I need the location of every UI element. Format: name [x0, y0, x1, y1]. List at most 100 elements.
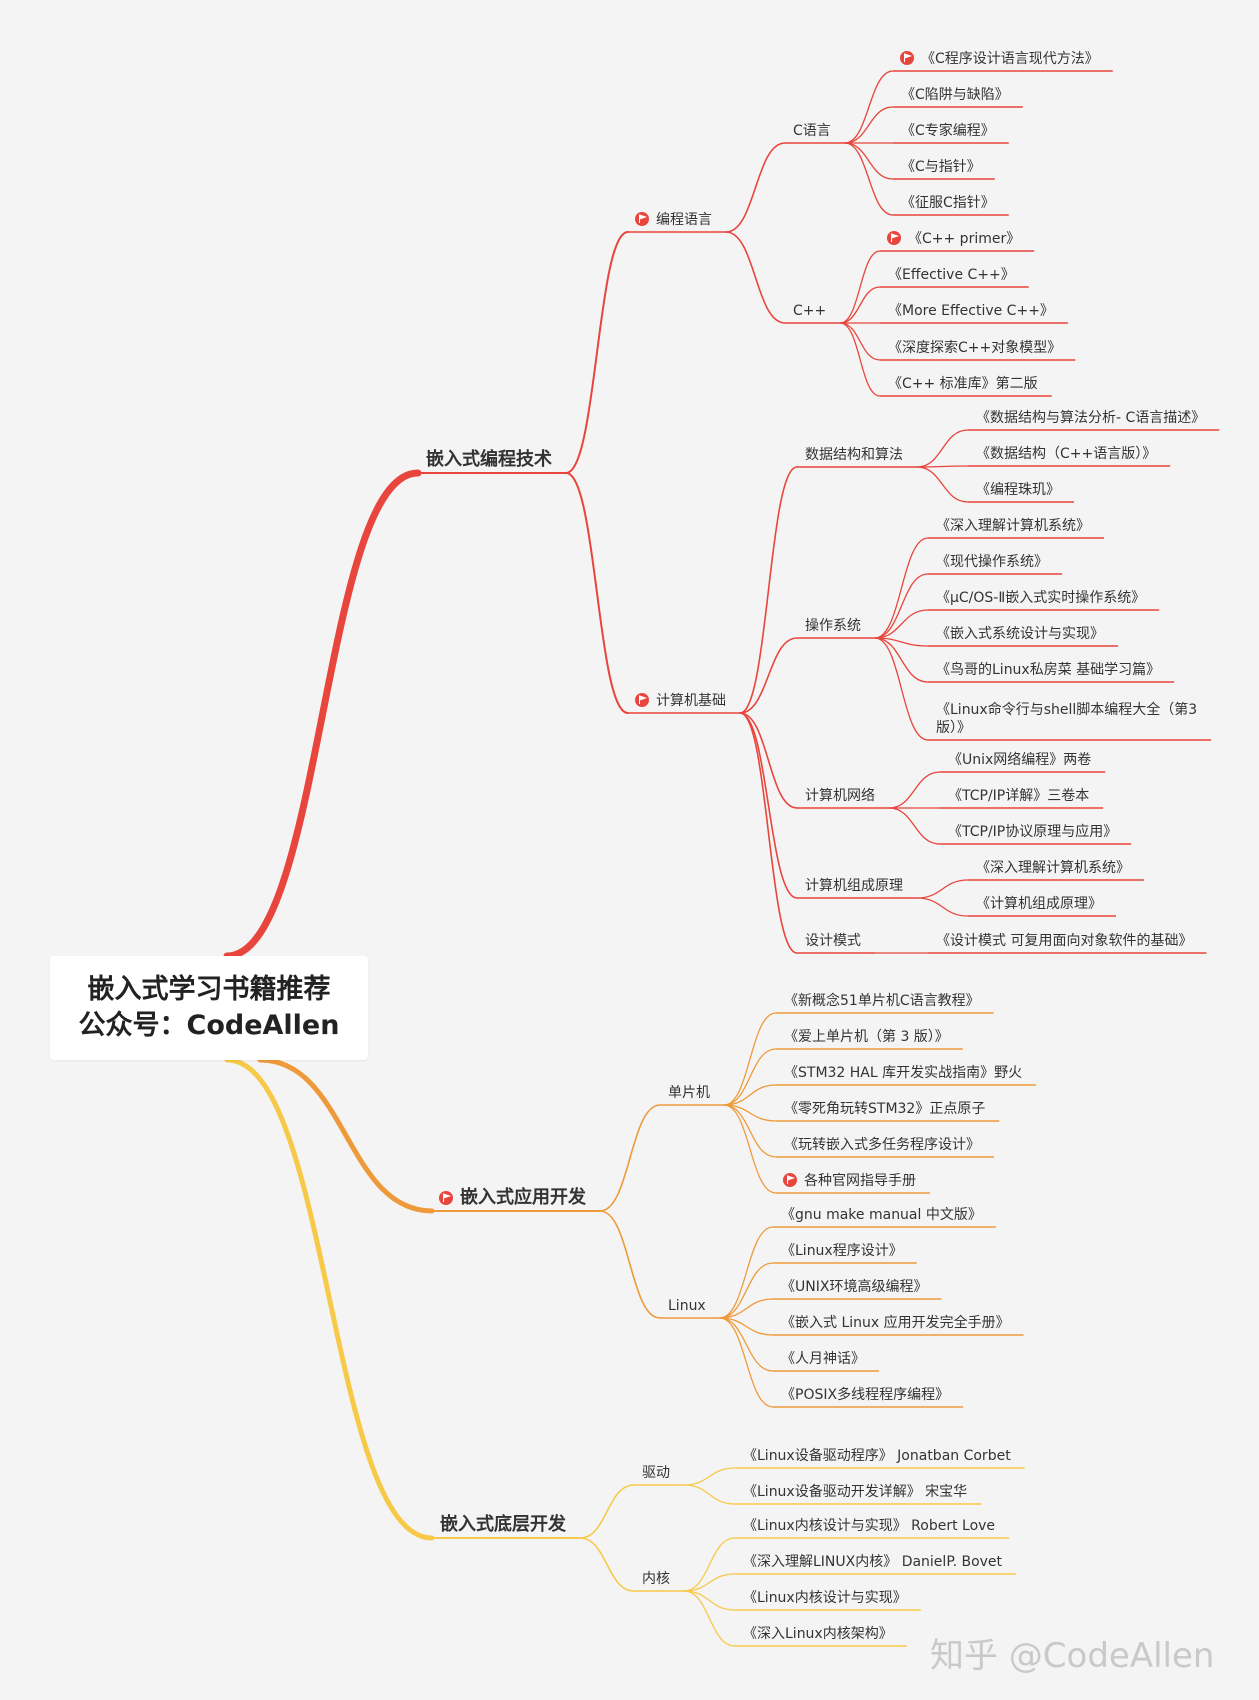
branch-node[interactable]: 嵌入式底层开发 [432, 1513, 580, 1539]
book-node[interactable]: 《设计模式 可复用面向对象软件的基础》 [928, 932, 1207, 954]
node-label: 《现代操作系统》 [936, 554, 1048, 570]
topic-node[interactable]: 计算机基础 [628, 692, 740, 714]
node-label: 嵌入式应用开发 [460, 1186, 587, 1208]
book-node[interactable]: 《深入理解计算机系统》 [928, 518, 1104, 539]
book-node[interactable]: 《计算机组成原理》 [968, 896, 1116, 917]
topic-node[interactable]: 编程语言 [628, 212, 726, 233]
topic-node[interactable]: 数据结构和算法 [797, 447, 917, 468]
node-label: 《TCP/IP协议原理与应用》 [948, 823, 1117, 840]
book-node[interactable]: 《征服C指针》 [893, 195, 1009, 216]
node-label: 《STM32 HAL 库开发实战指南》野火 [784, 1065, 1022, 1081]
book-node[interactable]: 《C++ primer》 [880, 231, 1035, 252]
topic-node[interactable]: 驱动 [634, 1465, 684, 1486]
book-node[interactable]: 《鸟哥的Linux私房菜 基础学习篇》 [928, 661, 1175, 683]
book-node[interactable]: 《μC/OS-Ⅱ嵌入式实时操作系统》 [928, 590, 1160, 611]
node-label: 《新概念51单片机C语言教程》 [784, 992, 980, 1009]
topic-node[interactable]: Linux [660, 1298, 720, 1319]
book-node[interactable]: 《Linux程序设计》 [773, 1243, 917, 1264]
edge [565, 472, 629, 714]
book-node[interactable]: 《TCP/IP详解》三卷本 [940, 788, 1104, 809]
branch-edge [223, 469, 422, 960]
book-node[interactable]: 《现代操作系统》 [928, 554, 1062, 575]
edge [916, 879, 969, 899]
book-node[interactable]: 《编程珠玑》 [968, 482, 1074, 503]
node-label: 《人月神话》 [781, 1351, 865, 1367]
book-node[interactable]: 《新概念51单片机C语言教程》 [776, 992, 994, 1014]
node-label: 驱动 [642, 1465, 670, 1481]
book-node[interactable]: 《嵌入式 Linux 应用开发完全手册》 [773, 1314, 1024, 1336]
branch-node[interactable]: 嵌入式编程技术 [418, 448, 566, 474]
book-node[interactable]: 《Linux内核设计与实现》 [735, 1590, 921, 1611]
book-node[interactable]: 《深度探索C++对象模型》 [880, 339, 1076, 361]
topic-node[interactable]: 设计模式 [797, 933, 875, 954]
node-label: 《UNIX环境高级编程》 [781, 1278, 927, 1295]
root-subtitle: 公众号：CodeAllen [78, 1010, 340, 1041]
book-node[interactable]: 《爱上单片机（第 3 版）》 [776, 1028, 963, 1050]
edge [844, 142, 894, 216]
book-node[interactable]: 《数据结构与算法分析- C语言描述》 [968, 410, 1220, 431]
book-node[interactable]: 《gnu make manual 中文版》 [773, 1207, 996, 1228]
edge [839, 322, 881, 361]
edge [723, 1048, 777, 1106]
book-node[interactable]: 《数据结构（C++语言版）》 [968, 446, 1171, 467]
edge [874, 537, 929, 639]
book-node[interactable]: 《C++ 标准库》第二版 [880, 375, 1052, 397]
book-node[interactable]: 《Unix网络编程》两卷 [940, 752, 1106, 773]
book-node[interactable]: 《玩转嵌入式多任务程序设计》 [776, 1136, 994, 1158]
topic-node[interactable]: C++ [785, 303, 841, 324]
node-label: 《μC/OS-Ⅱ嵌入式实时操作系统》 [936, 590, 1145, 606]
node-label: Linux [668, 1298, 706, 1314]
book-node[interactable]: 《深入理解LINUX内核》 DanielP. Bovet [735, 1554, 1017, 1575]
root-node[interactable]: 嵌入式学习书籍推荐 公众号：CodeAllen [50, 956, 368, 1060]
book-node[interactable]: 《C陷阱与缺陷》 [893, 87, 1023, 108]
topic-node[interactable]: 单片机 [660, 1085, 724, 1106]
node-label: 《C陷阱与缺陷》 [901, 87, 1009, 103]
edge [565, 231, 629, 474]
branch-node[interactable]: 嵌入式应用开发 [432, 1186, 600, 1212]
book-node[interactable]: 各种官网指导手册 [776, 1173, 930, 1194]
node-label: 《数据结构（C++语言版）》 [976, 446, 1156, 462]
book-node[interactable]: 《Effective C++》 [880, 267, 1029, 288]
edge [844, 142, 894, 180]
node-label: 《TCP/IP详解》三卷本 [948, 788, 1089, 804]
book-node[interactable]: 《C与指针》 [893, 159, 995, 180]
book-node[interactable]: 《Linux设备驱动程序》 Jonatban Corbet [735, 1447, 1025, 1469]
topic-node[interactable]: 操作系统 [797, 618, 875, 639]
edge [579, 1537, 635, 1592]
book-node[interactable]: 《Linux设备驱动开发详解》 宋宝华 [735, 1483, 982, 1505]
book-node[interactable]: 《Linux内核设计与实现》 Robert Love [735, 1518, 1010, 1539]
node-label: 《嵌入式系统设计与实现》 [936, 626, 1104, 642]
edge [683, 1573, 736, 1592]
book-node[interactable]: 《More Effective C++》 [880, 303, 1068, 324]
book-node[interactable]: 《C程序设计语言现代方法》 [893, 51, 1113, 72]
book-node[interactable]: 《C专家编程》 [893, 122, 1009, 144]
edge [683, 1590, 736, 1611]
edge [579, 1484, 635, 1539]
book-node[interactable]: 《UNIX环境高级编程》 [773, 1278, 942, 1300]
book-node[interactable]: 《深入理解计算机系统》 [968, 860, 1144, 881]
book-node[interactable]: 《零死角玩转STM32》正点原子 [776, 1101, 1000, 1122]
book-node[interactable]: 《Linux命令行与shell脚本编程大全（第3版）》 [928, 701, 1212, 741]
node-label: 《鸟哥的Linux私房菜 基础学习篇》 [936, 661, 1160, 678]
branch-edge [257, 1057, 435, 1214]
book-node[interactable]: 《嵌入式系统设计与实现》 [928, 626, 1118, 647]
node-label: 《POSIX多线程程序编程》 [781, 1386, 949, 1403]
book-node[interactable]: 《人月神话》 [773, 1351, 879, 1372]
book-node[interactable]: 《STM32 HAL 库开发实战指南》野火 [776, 1065, 1037, 1086]
node-label: 内核 [642, 1571, 670, 1587]
topic-node[interactable]: 计算机组成原理 [797, 878, 917, 899]
flag-icon [635, 212, 649, 226]
topic-node[interactable]: C语言 [785, 123, 845, 144]
topic-node[interactable]: 内核 [634, 1571, 684, 1592]
flag-icon [900, 51, 914, 65]
book-node[interactable]: 《POSIX多线程程序编程》 [773, 1386, 964, 1408]
topic-node[interactable]: 计算机网络 [797, 788, 889, 809]
edge [839, 250, 881, 324]
edge [916, 897, 969, 917]
book-node[interactable]: 《TCP/IP协议原理与应用》 [940, 823, 1132, 845]
mind-map-edges [223, 70, 969, 1647]
edge [844, 70, 894, 144]
book-node[interactable]: 《深入Linux内核架构》 [735, 1626, 907, 1647]
node-label: 编程语言 [656, 212, 712, 228]
